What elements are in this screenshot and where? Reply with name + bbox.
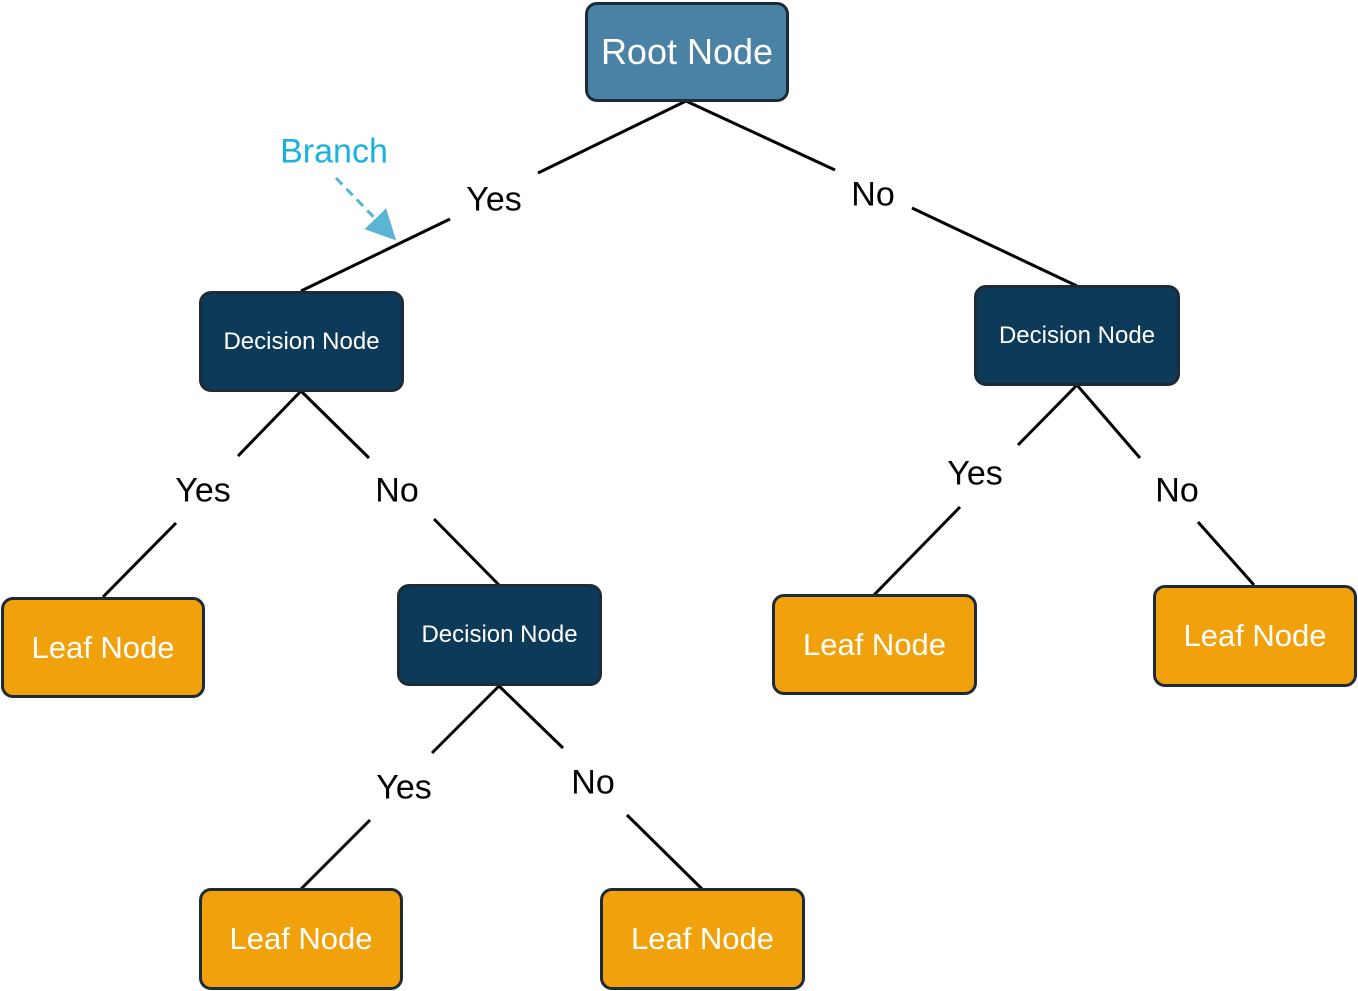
edge-root-no-upper <box>685 99 836 172</box>
edge-label-no: No <box>571 763 615 802</box>
edge-label-no: No <box>375 471 419 510</box>
edge-d1-yes-lower <box>101 521 178 599</box>
edge-d2-yes-upper <box>1016 383 1079 447</box>
edge-root-no-lower <box>911 206 1078 288</box>
edge-d3-no-lower <box>625 813 704 891</box>
decision-node-right: Decision Node <box>974 285 1180 386</box>
decision-node-lower: Decision Node <box>397 584 602 686</box>
edge-root-yes-lower <box>300 217 451 293</box>
edge-d3-yes-lower <box>299 818 372 891</box>
root-node: Root Node <box>585 2 789 102</box>
edge-label-no: No <box>851 175 895 214</box>
leaf-node-label: Leaf Node <box>1183 618 1327 653</box>
edge-label-yes: Yes <box>376 768 432 807</box>
edge-d2-no-upper <box>1075 384 1142 459</box>
leaf-node-5: Leaf Node <box>1153 585 1357 687</box>
decision-node-label: Decision Node <box>223 327 380 355</box>
edge-d2-no-lower <box>1196 521 1256 586</box>
edge-label-no: No <box>1155 471 1199 510</box>
edge-d3-yes-upper <box>430 684 501 755</box>
decision-node-label: Decision Node <box>421 621 578 648</box>
root-node-label: Root Node <box>600 31 774 72</box>
edge-root-yes-upper <box>537 99 687 175</box>
leaf-node-3: Leaf Node <box>600 888 805 990</box>
edge-label-yes: Yes <box>466 180 522 219</box>
edge-d1-no-lower <box>432 517 501 587</box>
edge-d2-yes-lower <box>872 505 962 597</box>
branch-annotation: Branch <box>280 132 388 171</box>
leaf-node-2: Leaf Node <box>199 888 403 990</box>
edge-label-yes: Yes <box>947 454 1003 493</box>
leaf-node-1: Leaf Node <box>1 597 205 698</box>
edge-d1-yes-upper <box>236 389 303 458</box>
edge-d3-no-upper <box>497 684 565 750</box>
leaf-node-label: Leaf Node <box>229 921 373 956</box>
leaf-node-4: Leaf Node <box>772 594 977 695</box>
edge-label-yes: Yes <box>175 471 231 510</box>
edge-d1-no-upper <box>299 389 371 460</box>
branch-arrow <box>334 176 397 241</box>
leaf-node-label: Leaf Node <box>31 629 175 665</box>
leaf-node-label: Leaf Node <box>630 921 775 956</box>
decision-node-left: Decision Node <box>199 291 404 392</box>
decision-node-label: Decision Node <box>998 321 1156 349</box>
leaf-node-label: Leaf Node <box>802 626 947 662</box>
